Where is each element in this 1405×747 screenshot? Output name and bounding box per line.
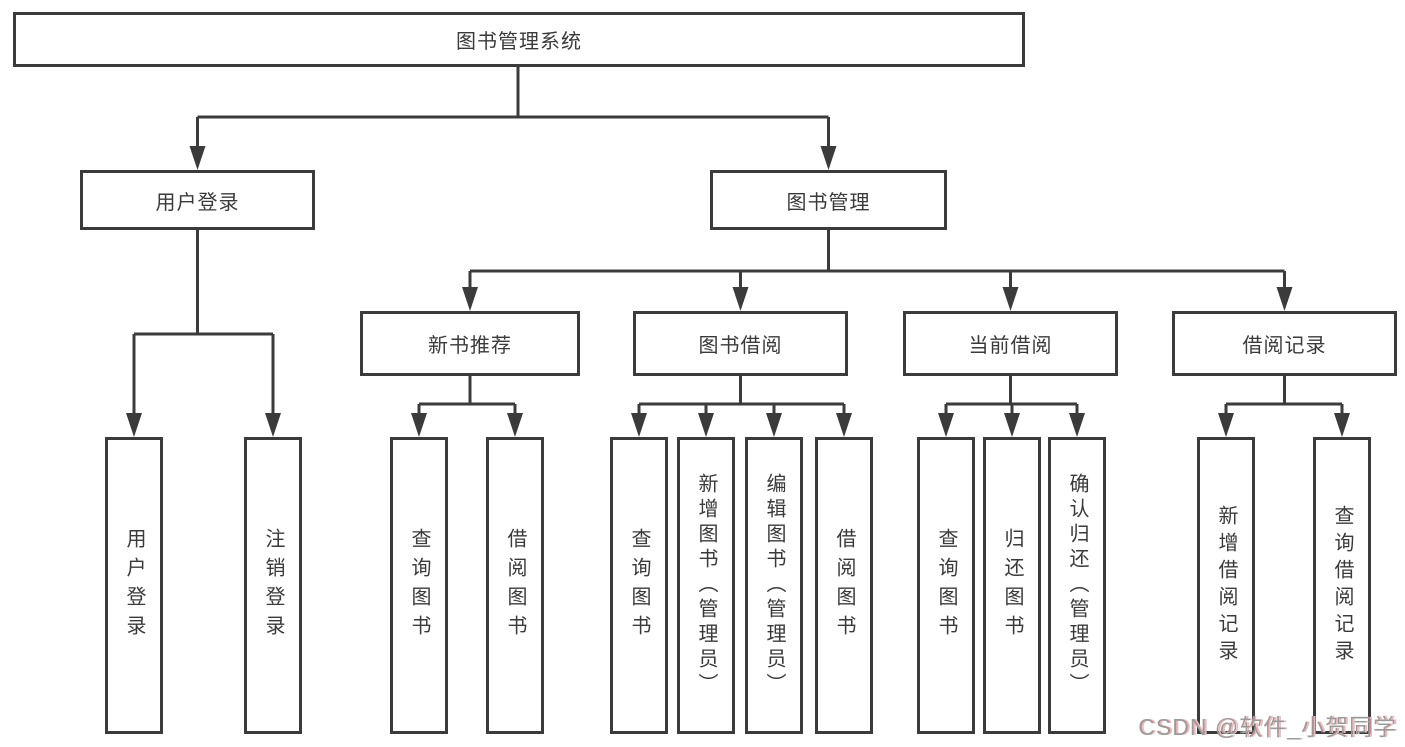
node-current-borrowing: 当前借阅 (903, 311, 1118, 376)
arrowhead (1004, 413, 1020, 437)
arrowhead (1069, 413, 1085, 437)
arrowheads (126, 146, 1350, 437)
connector-borrowrecord-to-leaves (1224, 376, 1344, 416)
node-book-borrowing: 图书借阅 (633, 311, 848, 376)
arrowhead (698, 413, 714, 437)
connector-newbook-to-leaves (417, 376, 517, 416)
arrowhead (820, 146, 837, 170)
leaf-confirm-return-admin: 确认归还（管理员） (1048, 437, 1106, 734)
arrowhead (265, 413, 281, 437)
arrowhead (507, 413, 523, 437)
arrowhead (1218, 413, 1234, 437)
arrowhead (938, 413, 954, 437)
arrowhead (411, 413, 427, 437)
leaf-borrow-books-recommend: 借阅图书 (486, 437, 544, 734)
arrowhead (732, 287, 749, 311)
node-new-book-recommendation: 新书推荐 (360, 311, 580, 376)
leaf-add-books-admin: 新增图书（管理员） (677, 437, 735, 734)
arrowhead (1334, 413, 1350, 437)
leaf-add-borrow-record: 新增借阅记录 (1197, 437, 1255, 734)
leaf-return-books: 归还图书 (983, 437, 1041, 734)
connector-bookborrow-to-leaves (637, 376, 846, 416)
connector-root-to-level1 (196, 67, 830, 150)
arrowhead (631, 413, 647, 437)
leaf-edit-books-admin: 编辑图书（管理员） (745, 437, 803, 734)
arrowhead (836, 413, 852, 437)
leaf-query-books-borrow: 查询图书 (610, 437, 668, 734)
arrowhead (126, 413, 142, 437)
node-book-management-branch: 图书管理 (710, 170, 947, 230)
arrowhead (189, 146, 206, 170)
arrowhead (1002, 287, 1019, 311)
arrowhead (462, 287, 478, 311)
leaf-query-borrow-record: 查询借阅记录 (1313, 437, 1371, 734)
arrowhead (1276, 287, 1293, 311)
node-borrowing-records: 借阅记录 (1172, 311, 1397, 376)
leaf-query-books-recommend: 查询图书 (390, 437, 448, 734)
connector-currentborrow-to-leaves (944, 376, 1079, 416)
node-user-login-branch: 用户登录 (80, 170, 315, 230)
leaf-borrow-books: 借阅图书 (815, 437, 873, 734)
leaf-user-login: 用户登录 (105, 437, 163, 734)
node-library-management-system: 图书管理系统 (13, 12, 1025, 67)
connector-usermgmt-to-leaves (132, 230, 275, 416)
leaf-query-books-current: 查询图书 (917, 437, 975, 734)
connector-bookmgmt-to-level2 (468, 230, 1286, 292)
arrowhead (766, 413, 782, 437)
csdn-watermark: CSDN @软件_小贺同学 (1138, 714, 1397, 740)
leaf-logout: 注销登录 (244, 437, 302, 734)
